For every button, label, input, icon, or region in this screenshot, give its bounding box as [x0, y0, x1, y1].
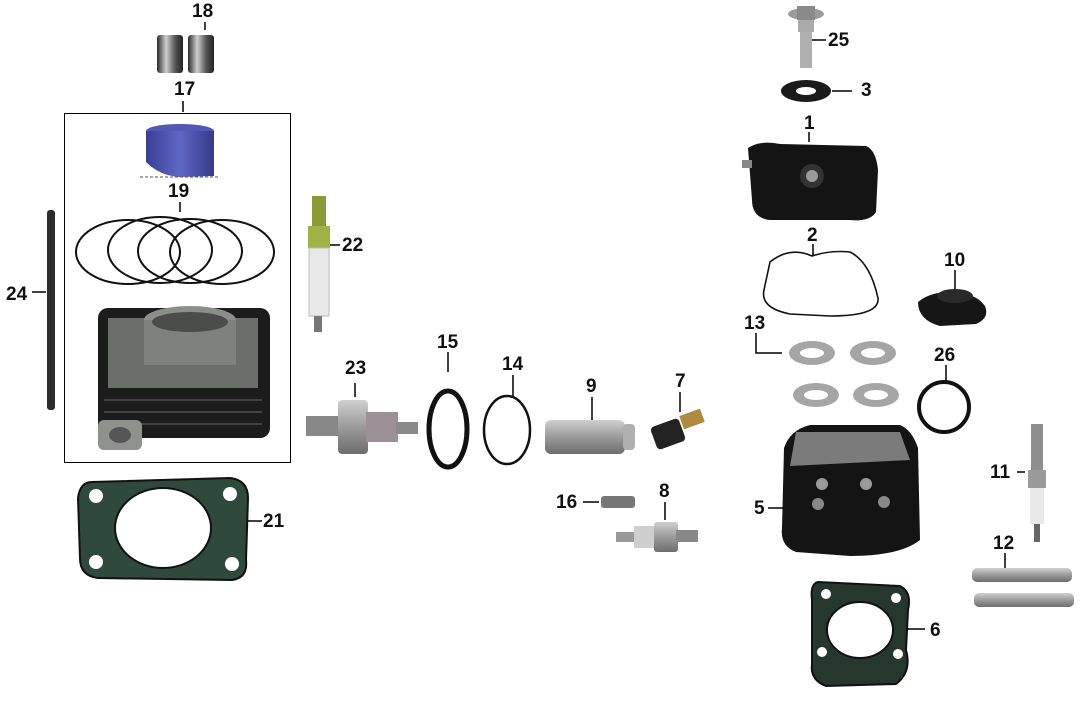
callout-25: 25	[828, 30, 850, 51]
callout-1: 1	[804, 113, 815, 134]
callout-14: 14	[502, 354, 524, 375]
head-gasket-icon	[810, 580, 910, 688]
cylinder-block-icon	[98, 306, 270, 450]
callout-24: 24	[6, 284, 28, 305]
washers-13-icon	[789, 341, 899, 407]
callout-23: 23	[345, 358, 367, 379]
base-gasket-icon	[76, 476, 250, 582]
callout-2: 2	[807, 225, 818, 246]
callout-10: 10	[944, 250, 966, 271]
callout-7: 7	[675, 371, 686, 392]
head-cover-icon	[742, 142, 878, 221]
callout-18: 18	[192, 1, 214, 22]
cap-icon	[918, 289, 987, 326]
dowel-pins-icon	[157, 22, 214, 73]
bolt-25-icon	[788, 6, 824, 68]
piston-rings-icon	[75, 216, 275, 285]
callout-12: 12	[993, 533, 1015, 554]
sensor-switch-8-icon	[616, 522, 698, 552]
callout-6: 6	[930, 620, 941, 641]
cylinder-head-icon	[781, 425, 920, 556]
callout-16: 16	[556, 492, 578, 513]
callout-21: 21	[263, 511, 285, 532]
callout-22: 22	[342, 235, 364, 256]
o-ring-15-icon	[426, 388, 470, 470]
piston-icon	[140, 124, 219, 178]
callout-9: 9	[586, 376, 597, 397]
callout-26: 26	[934, 345, 956, 366]
washer-3-icon	[781, 80, 831, 102]
spark-plug-22-icon	[308, 196, 330, 332]
piston-kit-frame	[64, 113, 291, 463]
oil-pressure-switch-icon	[306, 400, 418, 454]
callout-8: 8	[659, 481, 670, 502]
callout-13: 13	[744, 313, 766, 334]
callout-19: 19	[168, 181, 190, 202]
callout-11: 11	[990, 462, 1011, 483]
sleeve-icon	[545, 420, 635, 454]
cover-gasket-icon	[762, 250, 879, 317]
long-stud-icon	[47, 210, 55, 410]
o-ring-14-icon	[482, 394, 532, 466]
callout-3: 3	[861, 80, 872, 101]
temp-sensor-icon	[650, 408, 705, 450]
set-screw-icon	[601, 496, 635, 508]
stud-bolts-icon	[972, 568, 1074, 607]
callout-15: 15	[437, 332, 459, 353]
callout-5: 5	[754, 498, 765, 519]
callout-17: 17	[174, 79, 196, 100]
o-ring-26-icon	[917, 380, 971, 434]
spark-plug-11-icon	[1028, 424, 1046, 542]
